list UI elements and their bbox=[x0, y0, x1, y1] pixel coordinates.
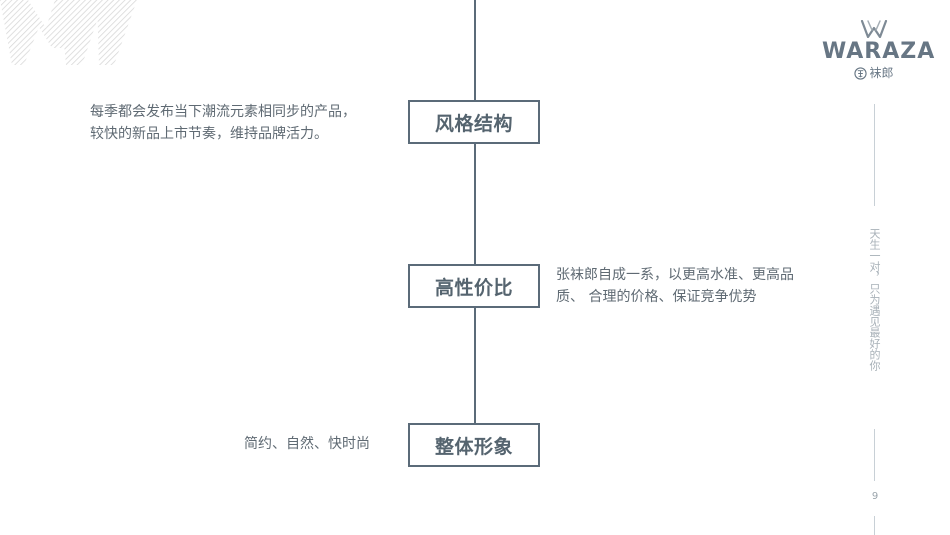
timeline-node-overall-image: 整体形象 bbox=[408, 423, 540, 467]
brand-logo: WARAZA 袜郎 bbox=[822, 20, 936, 84]
side-divider bbox=[874, 429, 875, 481]
description-line: 每季都会发布当下潮流元素相同步的产品， bbox=[90, 104, 356, 120]
timeline-node-high-value: 高性价比 bbox=[408, 264, 540, 308]
description-line: 张袜郎自成一系，以更高水准、更高品 bbox=[556, 267, 794, 283]
timeline-description-high-value: 张袜郎自成一系，以更高水准、更高品 质、 合理的价格、保证竞争优势 bbox=[556, 264, 846, 308]
brand-name: WARAZA bbox=[822, 39, 936, 64]
timeline-description-overall-image: 简约、自然、快时尚 bbox=[244, 433, 394, 455]
timeline-node-title: 高性价比 bbox=[434, 276, 513, 299]
description-line: 较快的新品上市节奏，维持品牌活力。 bbox=[90, 126, 328, 142]
w-stripe-logo-icon bbox=[0, 0, 137, 65]
timeline-node-title: 风格结构 bbox=[434, 112, 513, 135]
description-line: 质、 合理的价格、保证竞争优势 bbox=[556, 289, 757, 305]
description-line: 简约、自然、快时尚 bbox=[244, 436, 370, 452]
brand-subtitle-text: 袜郎 bbox=[869, 66, 894, 80]
brand-subtitle: 袜郎 bbox=[854, 66, 894, 80]
timeline-node-style-structure: 风格结构 bbox=[408, 100, 540, 144]
timeline-node-title: 整体形象 bbox=[434, 435, 513, 458]
timeline-line bbox=[474, 0, 476, 466]
side-divider bbox=[874, 516, 875, 535]
seal-icon bbox=[854, 66, 868, 80]
timeline-description-style-structure: 每季都会发布当下潮流元素相同步的产品， 较快的新品上市节奏，维持品牌活力。 bbox=[90, 101, 395, 145]
slogan: 天生一对，只为遇见最好的你 bbox=[868, 228, 881, 371]
w-mark-icon bbox=[860, 20, 888, 38]
side-divider bbox=[874, 104, 875, 206]
page-number: 9 bbox=[871, 491, 879, 502]
